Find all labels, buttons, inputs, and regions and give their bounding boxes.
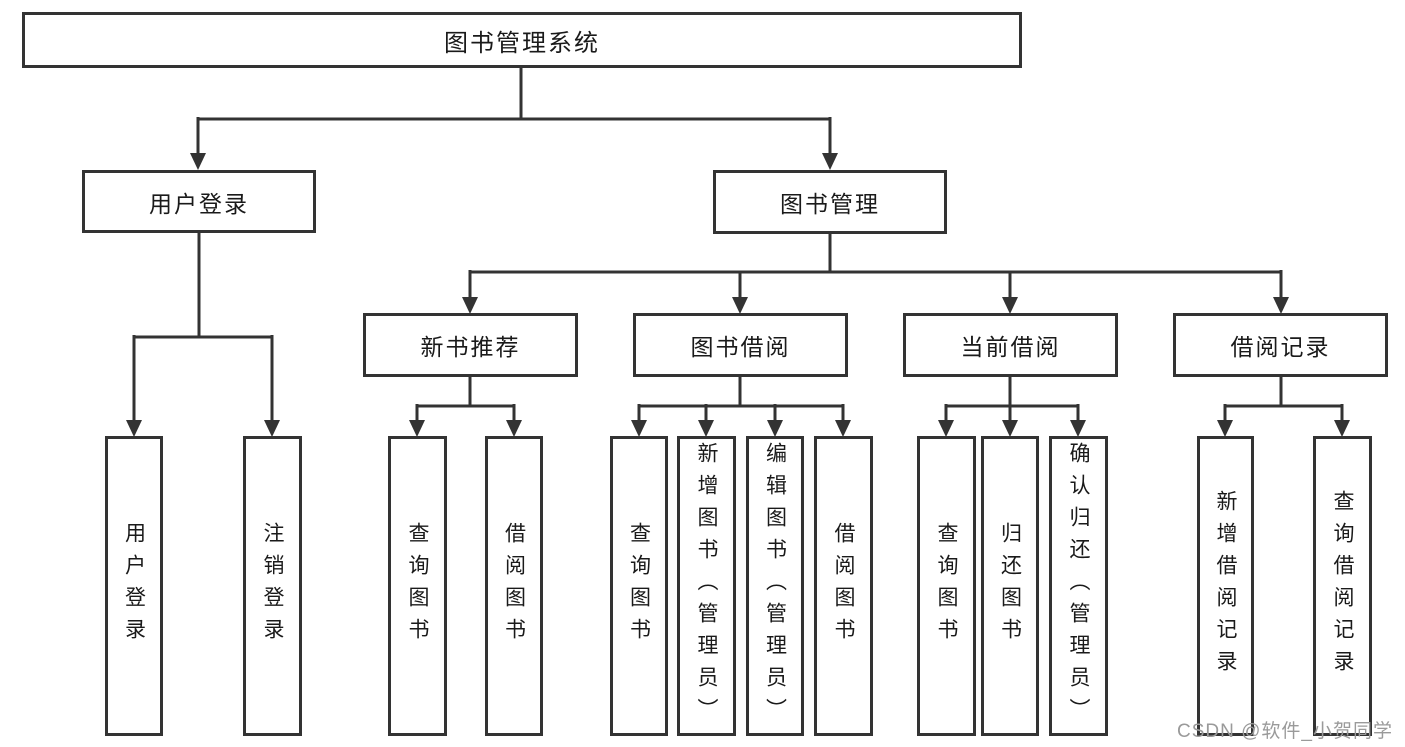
connector-new-book-rec-to-leaves [409, 377, 522, 437]
leaf-borrow-book-1: 借阅图书 [485, 436, 543, 736]
leaf-add-book-admin: 新增图书（管理员） [677, 436, 736, 736]
arrowhead-icon [1334, 420, 1350, 437]
leaf-add-borrow-record: 新增借阅记录 [1197, 436, 1254, 736]
leaf-return-book: 归还图书 [981, 436, 1039, 736]
leaf-query-book-2: 查询图书 [610, 436, 668, 736]
leaf-borrow-book-2: 借阅图书 [814, 436, 873, 736]
leaf-query-borrow-record: 查询借阅记录 [1313, 436, 1372, 736]
connector-borrowing-records-to-leaves [1217, 377, 1350, 437]
arrowhead-icon [938, 420, 954, 437]
leaf-confirm-return-admin: 确认归还（管理员） [1049, 436, 1108, 736]
node-current-borrowing: 当前借阅 [903, 313, 1118, 377]
csdn-watermark: CSDN @软件_小贺同学 [1177, 721, 1393, 742]
connector-user-login-to-leaves [126, 233, 280, 437]
arrowhead-icon [1002, 420, 1018, 437]
node-borrowing-records: 借阅记录 [1173, 313, 1388, 377]
arrowhead-icon [1002, 297, 1018, 314]
node-book-borrowing: 图书借阅 [633, 313, 848, 377]
arrowhead-icon [1070, 420, 1086, 437]
arrowhead-icon [126, 420, 142, 437]
leaf-logout: 注销登录 [243, 436, 302, 736]
node-library-system: 图书管理系统 [22, 12, 1022, 68]
arrowhead-icon [631, 420, 647, 437]
arrowhead-icon [1273, 297, 1289, 314]
leaf-query-book-1: 查询图书 [388, 436, 447, 736]
arrowhead-icon [822, 153, 838, 170]
arrowhead-icon [835, 420, 851, 437]
arrowhead-icon [409, 420, 425, 437]
node-book-management: 图书管理 [713, 170, 947, 234]
connector-current-borrowing-to-leaves [938, 377, 1086, 437]
arrowhead-icon [732, 297, 748, 314]
node-user-login: 用户登录 [82, 170, 316, 233]
arrowhead-icon [506, 420, 522, 437]
connector-book-management-to-level3 [462, 234, 1289, 314]
leaf-query-book-3: 查询图书 [917, 436, 976, 736]
node-new-book-recommendation: 新书推荐 [363, 313, 578, 377]
arrowhead-icon [462, 297, 478, 314]
leaf-user-login: 用户登录 [105, 436, 163, 736]
arrowhead-icon [698, 420, 714, 437]
arrowhead-icon [767, 420, 783, 437]
arrowhead-icon [190, 153, 206, 170]
arrowhead-icon [264, 420, 280, 437]
arrowhead-icon [1217, 420, 1233, 437]
leaf-edit-book-admin: 编辑图书（管理员） [746, 436, 804, 736]
connector-root-to-level2 [190, 68, 838, 170]
connector-book-borrowing-to-leaves [631, 377, 851, 437]
